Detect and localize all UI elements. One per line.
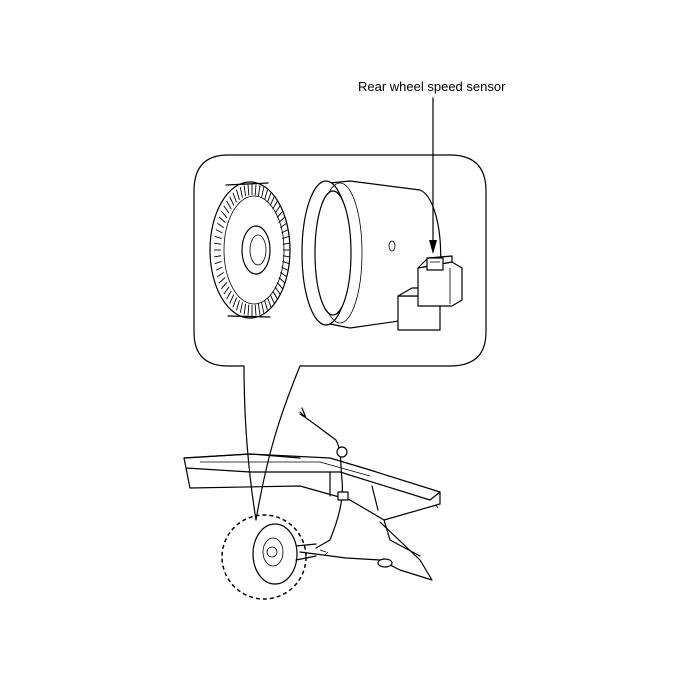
tone-wheel-tooth bbox=[217, 272, 224, 278]
tone-wheel-tooth bbox=[229, 294, 235, 304]
vehicle-frame bbox=[183, 453, 441, 581]
leader-arrow bbox=[429, 97, 437, 254]
tone-wheel-tooth bbox=[276, 282, 284, 290]
tone-wheel-tooth bbox=[281, 229, 289, 234]
tone-wheel-tooth bbox=[247, 184, 250, 196]
tone-wheel-tooth bbox=[280, 222, 287, 228]
tone-wheel-tooth bbox=[274, 286, 281, 295]
tone-wheel-tooth bbox=[236, 300, 240, 311]
tone-wheel-tooth bbox=[254, 304, 257, 316]
tone-wheel-tooth bbox=[226, 290, 232, 300]
tone-wheel-tooth bbox=[214, 260, 222, 265]
tone-wheel-tooth bbox=[229, 196, 235, 206]
tone-wheel-tooth bbox=[226, 200, 232, 210]
tone-wheel-tooth bbox=[236, 189, 240, 200]
tone-wheel-tooth bbox=[243, 185, 247, 197]
tone-wheel-tooth bbox=[223, 286, 230, 295]
tone-wheel-tooth bbox=[254, 184, 257, 196]
tone-wheel-tooth bbox=[267, 192, 272, 203]
tone-wheel-tooth bbox=[232, 297, 237, 308]
tone-wheel-tooth bbox=[257, 185, 261, 197]
tone-wheel-tooth bbox=[272, 200, 278, 210]
tone-wheel-tooth bbox=[281, 266, 289, 271]
tone-wheel-tooth bbox=[269, 294, 275, 304]
tone-wheel-tooth bbox=[243, 303, 247, 315]
tone-wheel-tooth bbox=[214, 235, 222, 240]
tone-wheel-tooth bbox=[280, 272, 287, 278]
tone-wheel-tooth bbox=[232, 192, 237, 203]
tone-wheel-tooth bbox=[276, 210, 284, 218]
tone-wheel-tooth bbox=[282, 255, 290, 258]
tone-wheel-tooth bbox=[282, 242, 290, 245]
tone-wheel-tooth bbox=[278, 216, 286, 223]
tone-wheel-tooth bbox=[272, 290, 278, 300]
tone-wheel-tooth bbox=[217, 222, 224, 228]
detail-circle bbox=[221, 514, 307, 600]
tone-wheel-tooth bbox=[220, 210, 228, 218]
tone-wheel-tooth bbox=[282, 260, 290, 265]
tone-wheel-tooth bbox=[261, 302, 265, 313]
tone-wheel bbox=[209, 181, 291, 319]
tone-wheel-tooth bbox=[247, 304, 250, 316]
tone-wheel-tooth bbox=[214, 255, 222, 258]
tone-wheel-tooth bbox=[264, 189, 268, 200]
tone-wheel-tooth bbox=[257, 303, 261, 315]
wheel-speed-sensor bbox=[397, 255, 463, 331]
tone-wheel-tooth bbox=[274, 205, 281, 214]
tone-wheel-tooth bbox=[239, 302, 243, 313]
tone-wheel-tooth bbox=[264, 300, 268, 311]
tone-wheel-tooth bbox=[215, 229, 223, 234]
tone-wheel-tooth bbox=[220, 282, 228, 290]
tone-wheel-tooth bbox=[215, 266, 223, 271]
tone-wheel-tooth bbox=[239, 187, 243, 198]
tone-wheel-tooth bbox=[261, 187, 265, 198]
tone-wheel-tooth bbox=[278, 277, 286, 284]
tone-wheel-tooth bbox=[267, 297, 272, 308]
tone-wheel-tooth bbox=[223, 205, 230, 214]
tone-wheel-tooth bbox=[218, 277, 226, 284]
tone-wheel-tooth bbox=[282, 235, 290, 240]
sensor-callout-label: Rear wheel speed sensor bbox=[358, 79, 506, 94]
tone-wheel-tooth bbox=[214, 242, 222, 245]
tone-wheel-tooth bbox=[269, 196, 275, 206]
sensor-harness bbox=[299, 407, 349, 557]
tone-wheel-tooth bbox=[218, 216, 226, 223]
